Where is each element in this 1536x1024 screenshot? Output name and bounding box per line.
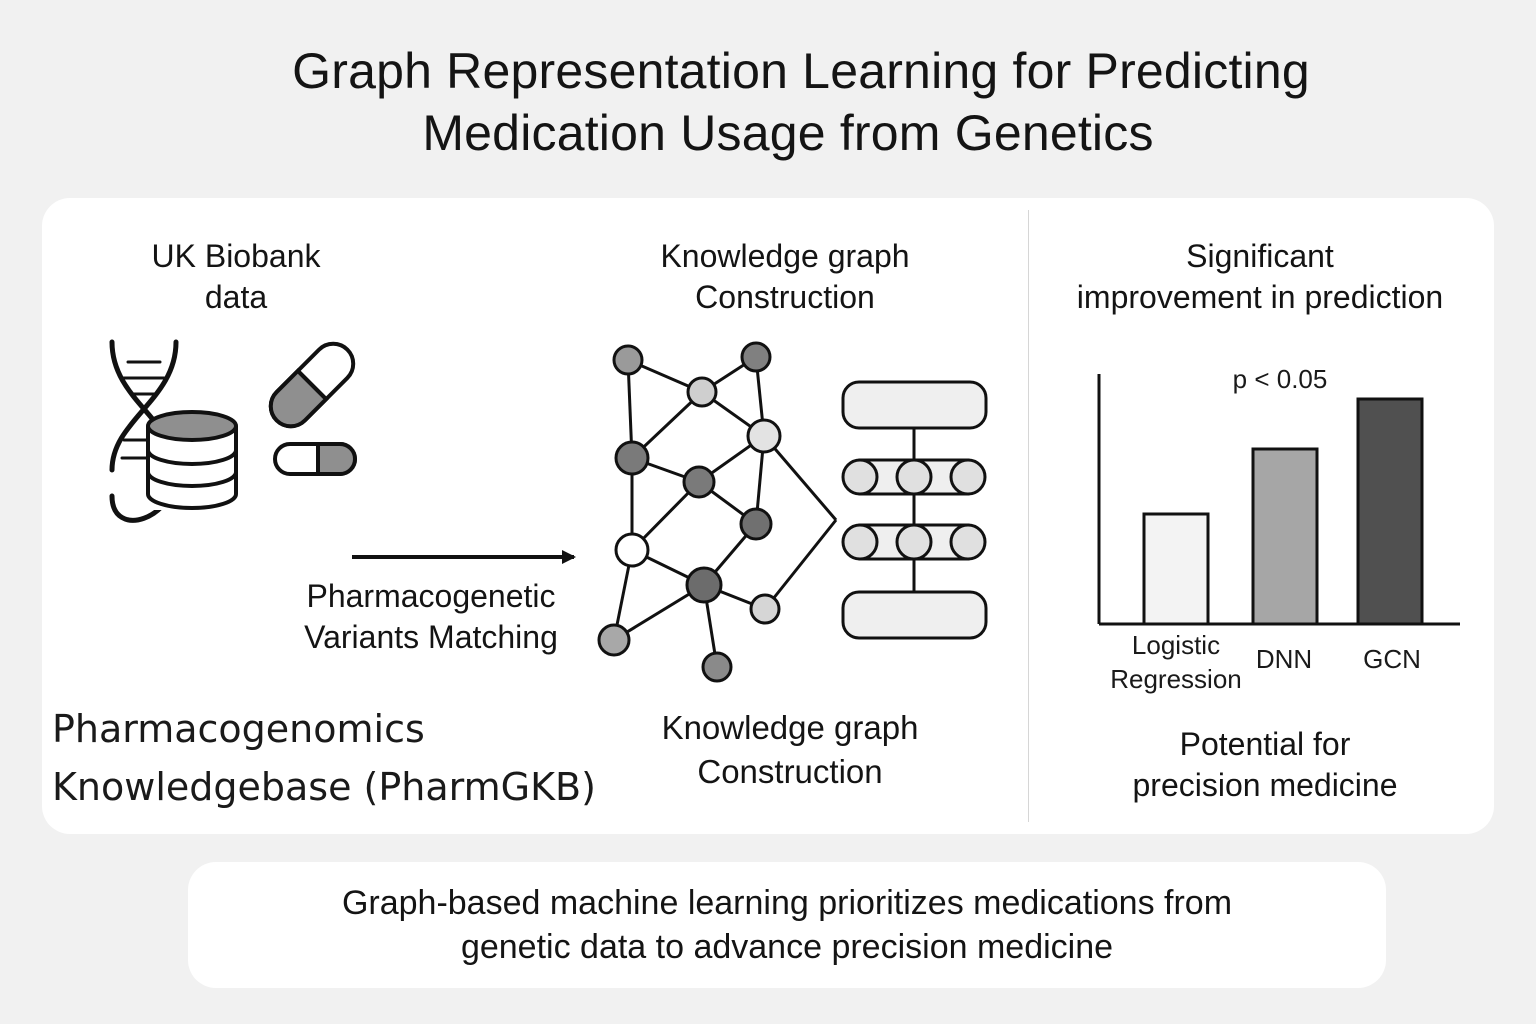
- graph-node: [749, 593, 781, 625]
- title-line-2: Medication Usage from Genetics: [422, 105, 1154, 161]
- graph-node: [746, 418, 782, 454]
- graph-node: [614, 532, 650, 568]
- graph-node: [614, 440, 650, 476]
- graph-node: [739, 507, 773, 541]
- graph-node: [612, 344, 644, 376]
- section-divider: [1028, 210, 1029, 822]
- precision-line-1: Potential for: [1179, 726, 1351, 762]
- arrow-label-line-1: Pharmacogenetic: [306, 578, 556, 614]
- kg-caption: Knowledge graph Construction: [620, 706, 960, 794]
- bar-gcn: [1356, 397, 1424, 626]
- graph-node: [740, 341, 772, 373]
- database-icon: [146, 410, 238, 510]
- summary-line-2: genetic data to advance precision medici…: [460, 928, 1114, 966]
- result-heading-line-1: Significant: [1186, 238, 1334, 274]
- precision-line-2: precision medicine: [1132, 767, 1398, 803]
- pharmgkb-label: Pharmacogenomics Knowledgebase (PharmGKB…: [52, 700, 596, 816]
- graph-edges: [612, 355, 838, 668]
- neural-network-icon: [841, 380, 988, 640]
- source-label-line-1: UK Biobank: [151, 238, 321, 274]
- graph-node: [682, 465, 716, 499]
- graph-node: [701, 651, 733, 683]
- source-label-line-2: data: [204, 279, 268, 315]
- bar-logistic-regression: [1142, 512, 1210, 626]
- kg-heading-line-2: Construction: [695, 279, 875, 315]
- arrow-label-line-2: Variants Matching: [304, 619, 558, 655]
- pharmgkb-line-2: Knowledgebase (PharmGKB): [52, 765, 596, 809]
- kg-caption-line-2: Construction: [697, 753, 883, 790]
- bar-chart: [1097, 374, 1460, 626]
- arrow-label: Pharmacogenetic Variants Matching: [278, 576, 584, 658]
- bar-dnn: [1251, 447, 1319, 626]
- title-line-1: Graph Representation Learning for Predic…: [292, 43, 1310, 99]
- tick-label-logistic-regression: Logistic Regression: [1110, 630, 1242, 694]
- significance-annotation: p < 0.05: [1232, 364, 1328, 394]
- source-label: UK Biobank data: [110, 236, 362, 318]
- capsule-icon: [268, 341, 357, 476]
- kg-heading-line-1: Knowledge graph: [660, 238, 910, 274]
- graph-node: [685, 566, 723, 604]
- result-heading: Significant improvement in prediction: [1040, 236, 1480, 318]
- kg-heading: Knowledge graph Construction: [620, 236, 950, 318]
- tick-label-gcn: GCN: [1363, 644, 1421, 674]
- graph-nodes: [597, 341, 782, 683]
- graph-node: [597, 623, 631, 657]
- graph-node: [686, 376, 718, 408]
- summary-line-1: Graph-based machine learning prioritizes…: [341, 884, 1233, 922]
- precision-label: Potential for precision medicine: [1090, 724, 1440, 806]
- result-heading-line-2: improvement in prediction: [1076, 279, 1444, 315]
- tick-label-dnn: DNN: [1255, 644, 1313, 674]
- page-title: Graph Representation Learning for Predic…: [0, 40, 1536, 164]
- pharmgkb-line-1: Pharmacogenomics: [52, 707, 425, 751]
- summary-banner: Graph-based machine learning prioritizes…: [188, 862, 1386, 988]
- kg-caption-line-1: Knowledge graph: [661, 709, 919, 746]
